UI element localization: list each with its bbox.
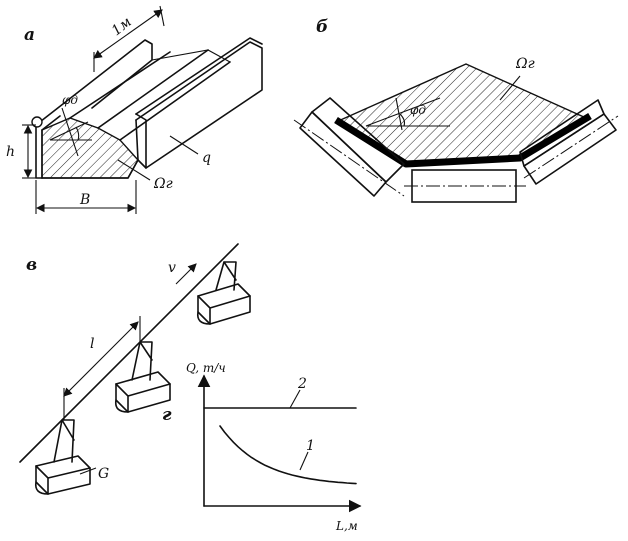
panel-b-section: [293, 63, 619, 203]
series-2-name: 2: [297, 376, 307, 392]
series-2-leader: [289, 389, 301, 409]
area-label-b: Ωг: [515, 56, 535, 72]
height-label: h: [6, 144, 15, 160]
panel-g-chart: [197, 374, 362, 513]
load-middle: [114, 341, 171, 413]
dim-length-label: 1м: [109, 14, 135, 39]
weight-label: G: [98, 466, 109, 482]
area-label-a: Ωг: [153, 176, 173, 192]
panel-v-label: в: [26, 255, 37, 275]
load-top: [196, 261, 251, 325]
series-1-name: 1: [306, 438, 315, 454]
panel-a-trough: [22, 5, 263, 214]
panel-a-label: а: [24, 25, 35, 45]
series-1-line: [219, 425, 357, 485]
width-label: B: [79, 192, 90, 208]
panel-b-label: б: [316, 17, 328, 37]
angle-label-a: φд: [62, 93, 78, 107]
series-1-leader: [299, 451, 309, 471]
x-axis-label: L,м: [335, 519, 358, 533]
load-bottom: [34, 419, 91, 495]
load-label: q: [202, 150, 211, 166]
angle-label-b: φд: [410, 103, 426, 117]
y-axis-label: Q, т/ч: [186, 361, 226, 375]
panel-v-scheme: [19, 243, 251, 495]
panel-g-label: г: [162, 405, 172, 425]
speed-label: v: [168, 260, 176, 276]
spacing-label: l: [90, 336, 94, 352]
